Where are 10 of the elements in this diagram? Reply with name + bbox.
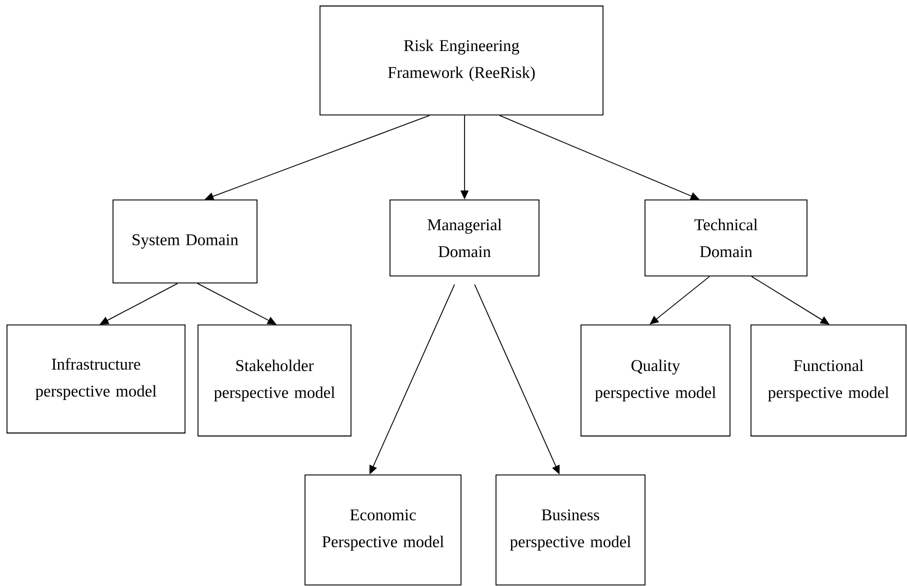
- box: Functional perspective model: [750, 324, 906, 436]
- box: Managerial Domain: [390, 200, 540, 276]
- box: Economic Perspective model: [304, 474, 462, 586]
- box: Business perspective model: [496, 474, 646, 586]
- box: Stakeholder perspective model: [198, 324, 352, 436]
- box: System Domain: [112, 200, 258, 284]
- box: Quality perspective model: [580, 324, 730, 436]
- box: Risk Engineering Framework (ReeRisk): [320, 6, 604, 116]
- box: Infrastructure perspective model: [6, 324, 186, 434]
- box: Technical Domain: [644, 200, 808, 276]
